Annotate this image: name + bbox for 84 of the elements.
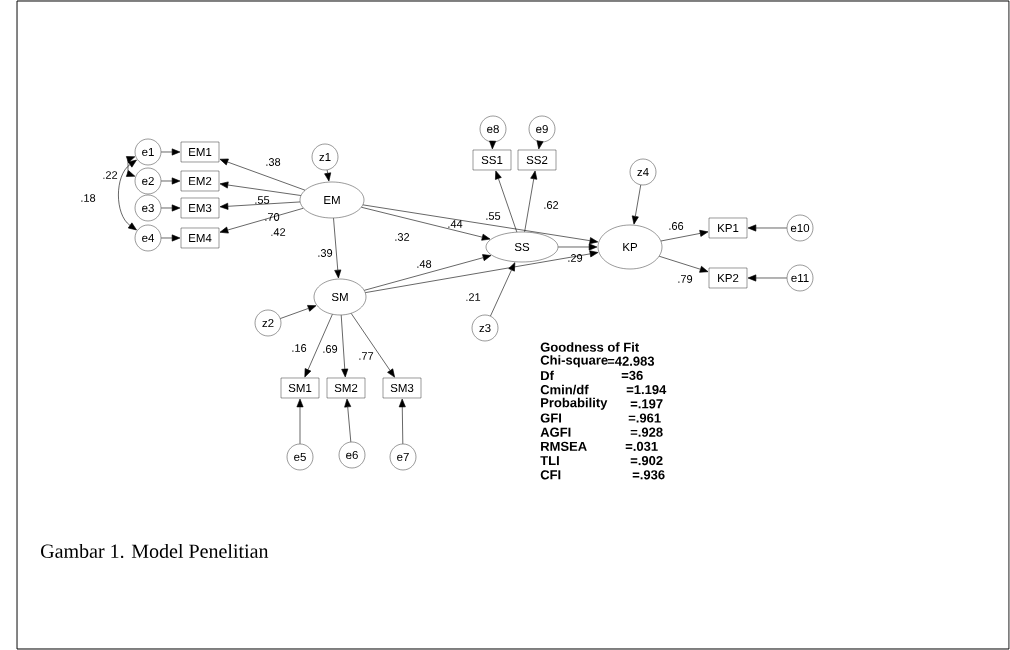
arrow [219,207,304,234]
indicator-box: EM3 [180,197,220,219]
arrow [747,274,788,282]
indicator-box: KP2 [708,267,748,289]
fit-index-value: =.928 [630,427,663,437]
indicator-box: EM4 [180,227,220,249]
fit-index-name: TLI [540,456,559,466]
edge-label: .70 [265,213,280,221]
edge-label: .55 [255,196,270,204]
edge-label: .66 [669,222,684,230]
arrow [160,148,181,156]
indicator-box: EM1 [180,141,220,163]
fit-index-name: GFI [540,413,561,423]
edge-label: .18 [81,194,96,202]
edge-label: .42 [271,228,286,236]
fit-index-value: =.031 [625,441,658,451]
fit-index-name: Chi-square [540,355,608,368]
fit-index-value: =.936 [632,470,665,480]
edge-label: .21 [466,293,481,301]
edge-label: .32 [395,233,410,241]
caption: Gambar 1. Model Penelitian [41,543,269,559]
edge-label: .16 [292,344,307,352]
arrow [344,398,352,443]
edge-label: .77 [359,352,374,360]
fit-index-name: CFI [540,470,561,480]
arrow [489,140,497,150]
edge-label: .39 [318,249,333,257]
edge-label: .29 [568,254,583,262]
arrow [219,201,301,210]
indicator-box: SS1 [472,149,512,171]
arrow [160,204,181,212]
table-heading: Goodness of Fit [540,342,639,352]
indicator-box: SM3 [382,377,422,399]
arrow [660,230,709,242]
arrow [118,159,137,231]
fit-index-name: AGFI [540,427,571,437]
arrow [160,234,181,242]
arrow [364,254,492,291]
arrow [658,255,709,273]
arrow [398,398,406,445]
edge-label: .44 [448,220,463,228]
arrow [219,181,302,196]
arrow [333,217,342,279]
fit-index-name: Probability [541,397,608,410]
indicator-box: SM1 [280,377,320,399]
arrow [160,177,181,185]
arrow [361,207,491,241]
arrow [304,314,333,378]
edge-label: .48 [417,260,432,268]
fit-index-name: RMSEA [541,441,587,451]
arrow [495,170,518,233]
arrow [365,250,599,293]
arrow [350,313,395,378]
edge-label: .22 [103,171,118,179]
fit-index-value: =1.194 [626,385,667,395]
edge-label: .69 [323,345,338,353]
indicator-box: SM2 [326,377,366,399]
arrow [280,305,317,319]
arrow [126,156,136,177]
fit-index-value: =.197 [630,399,663,409]
arrow [324,169,332,182]
fit-index-value: =36 [621,370,643,380]
indicator-box: KP1 [708,217,748,239]
arrow [747,224,788,232]
arrow [340,314,349,378]
arrow [631,184,642,225]
arrow [557,243,598,251]
arrow [296,398,304,445]
edge-label: .62 [544,201,559,209]
fit-index-value: =.902 [630,456,663,466]
arrow [362,204,599,245]
fit-index-name: Cmin/df [540,384,589,395]
arrow [524,170,538,233]
fit-index-value: =.961 [628,413,661,423]
fit-index-name: Df [541,370,554,381]
arrow [219,158,306,191]
edge-label: .79 [678,275,693,283]
edge-label: .55 [486,212,501,220]
edge-label: .38 [266,158,281,166]
arrow [490,262,516,317]
fit-index-value: =42.983 [607,356,655,366]
indicator-box: SS2 [517,149,557,171]
indicator-box: EM2 [180,170,220,192]
arrow [536,140,544,150]
